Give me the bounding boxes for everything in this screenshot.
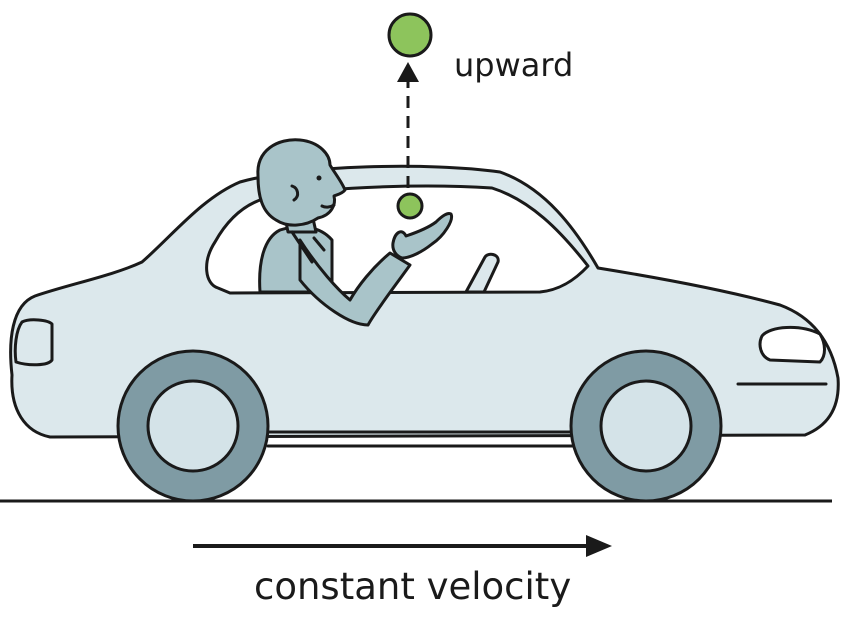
person-collar [290, 230, 326, 264]
steering-wheel [464, 252, 500, 294]
front-wheel [569, 349, 723, 503]
person-arm [298, 238, 412, 327]
person-mouth [320, 203, 336, 209]
person-hand [391, 212, 454, 260]
person-eye [316, 175, 322, 181]
person-head [256, 138, 347, 227]
upward-label: upward [454, 46, 574, 84]
ball-in-hand [396, 192, 424, 220]
headlight [758, 325, 826, 364]
rear-hub [146, 379, 240, 473]
arrow-up-head [397, 62, 419, 82]
person-ear [290, 184, 300, 202]
front-hub [599, 379, 693, 473]
arrow-right-head [586, 535, 612, 557]
constant-velocity-label: constant velocity [254, 565, 572, 608]
rear-light [13, 318, 54, 367]
person-figure [256, 138, 454, 327]
rear-wheel [116, 349, 270, 503]
ball-top [387, 12, 433, 58]
